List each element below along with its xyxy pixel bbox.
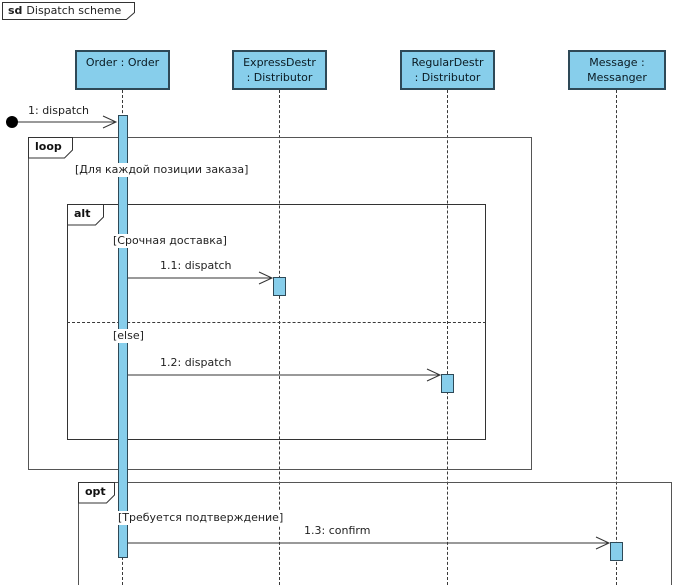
alt-guard[interactable]: [Срочная доставка]	[112, 234, 228, 248]
message-1-3-label[interactable]: 1.3: confirm	[304, 524, 371, 537]
title-keyword: sd	[8, 4, 23, 17]
lifeline-head-messanger[interactable]: Message : Messanger	[568, 50, 666, 90]
message-1-1-label[interactable]: 1.1: dispatch	[160, 259, 232, 272]
lifeline-messanger[interactable]	[616, 90, 617, 585]
alt-operator-label: alt	[74, 207, 91, 220]
message-1-2-arrow[interactable]	[128, 368, 442, 382]
activation-bar-messanger[interactable]	[610, 542, 623, 561]
opt-guard[interactable]: [Требуется подтверждение]	[117, 511, 285, 525]
message-1-3-arrow[interactable]	[128, 536, 611, 550]
alt-operator-pentagon: alt	[67, 204, 105, 229]
title-pentagon-shape	[2, 2, 135, 20]
fragment-loop[interactable]: loop	[28, 137, 532, 470]
opt-operator-pentagon: opt	[78, 482, 116, 507]
opt-operator-label: opt	[85, 485, 106, 498]
lifeline-head-messanger-label-line2: Messanger	[587, 71, 647, 84]
message-1-arrow[interactable]	[6, 115, 118, 129]
lifeline-head-expressdestr[interactable]: ExpressDestr : Distributor	[232, 50, 327, 90]
alt-else-separator	[67, 322, 486, 323]
lifeline-head-regulardestr-label-line2: : Distributor	[414, 71, 481, 84]
lifeline-head-regulardestr[interactable]: RegularDestr : Distributor	[400, 50, 495, 90]
lifeline-head-order[interactable]: Order : Order	[75, 50, 170, 90]
loop-operator-label: loop	[35, 140, 62, 153]
lifeline-expressdestr[interactable]	[279, 90, 280, 585]
message-1-label[interactable]: 1: dispatch	[28, 104, 90, 117]
message-1-2-label[interactable]: 1.2: dispatch	[160, 356, 232, 369]
alt-else-guard[interactable]: [else]	[112, 329, 145, 343]
activation-bar-regulardestr[interactable]	[441, 374, 454, 393]
title-name: Dispatch scheme	[26, 4, 122, 17]
message-1-1-arrow[interactable]	[128, 271, 274, 285]
diagram-title-tab: sd Dispatch scheme	[2, 2, 138, 25]
loop-guard[interactable]: [Для каждой позиции заказа]	[74, 163, 250, 177]
activation-bar-expressdestr[interactable]	[273, 277, 286, 296]
lifeline-head-messanger-label-line1: Message :	[589, 56, 645, 69]
found-message-endpoint	[6, 116, 18, 128]
loop-operator-pentagon: loop	[28, 137, 74, 162]
fragment-opt[interactable]: opt	[78, 482, 672, 585]
lifeline-head-order-label: Order : Order	[85, 56, 160, 69]
lifeline-head-regulardestr-label-line1: RegularDestr	[411, 56, 484, 69]
lifeline-head-expressdestr-label-line2: : Distributor	[246, 71, 313, 84]
lifeline-regulardestr[interactable]	[447, 90, 448, 585]
lifeline-head-expressdestr-label-line1: ExpressDestr	[243, 56, 316, 69]
